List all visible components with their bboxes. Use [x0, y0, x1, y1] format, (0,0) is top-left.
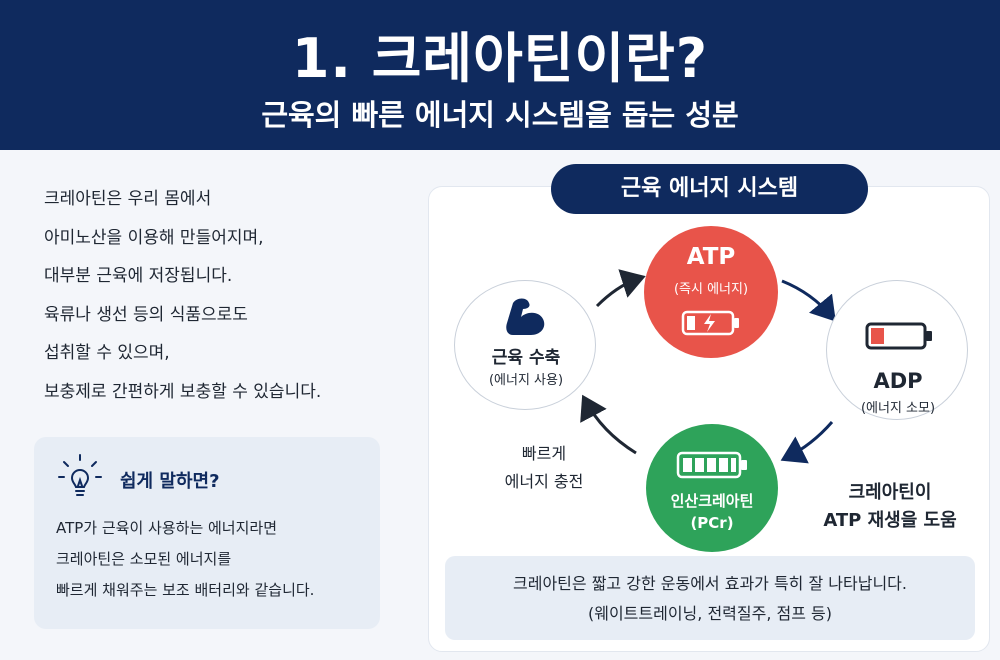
page-subtitle: 근육의 빠른 에너지 시스템을 돕는 성분 [261, 98, 739, 132]
arrow-pcr-to-muscle [580, 394, 637, 455]
creatine-label-line1: 크레아틴이 [848, 482, 932, 503]
note-line-1: 크레아틴은 짧고 강한 운동에서 효과가 특히 잘 나타납니다. [513, 574, 907, 593]
arrow-atp-to-adp [781, 279, 836, 322]
recharge-label-line1: 빠르게 [521, 444, 567, 463]
tip-box: 쉽게 말하면? ATP가 근육이 사용하는 에너지라면 크레아틴은 소모된 에너… [34, 437, 380, 629]
pcr-node: 인산크레아틴 (PCr) [646, 424, 778, 552]
tip-body: ATP가 근육이 사용하는 에너지라면 크레아틴은 소모된 에너지를 빠르게 채… [56, 513, 376, 606]
adp-sublabel: (에너지 소모) [860, 401, 936, 416]
muscle-node: 근육 수축 (에너지 사용) [454, 280, 596, 410]
diagram-title: 근육 에너지 시스템 [551, 164, 868, 214]
lightbulb-icon [58, 454, 102, 496]
full-battery-icon [676, 451, 747, 479]
atp-label: ATP [686, 244, 736, 270]
arrow-adp-to-pcr [780, 421, 834, 464]
arrow-muscle-to-atp [595, 269, 646, 308]
tip-line: ATP가 근육이 사용하는 에너지라면 [56, 519, 278, 537]
tip-line: 크레아틴은 소모된 에너지를 [56, 550, 232, 568]
bottom-note: 크레아틴은 짧고 강한 운동에서 효과가 특히 잘 나타납니다. (웨이트트레이… [445, 556, 975, 640]
adp-label: ADP [873, 369, 923, 393]
empty-battery-icon [865, 322, 932, 350]
intro-line: 아미노산을 이용해 만들어지며, [44, 227, 264, 248]
intro-line: 섭취할 수 있으며, [44, 343, 170, 363]
note-line-2: (웨이트트레이닝, 전력질주, 점프 등) [588, 604, 832, 623]
pcr-sublabel: (PCr) [690, 514, 734, 532]
atp-sublabel: (즉시 에너지) [673, 282, 749, 297]
recharge-label-line2: 에너지 충전 [504, 472, 584, 491]
intro-line: 대부분 근육에 저장됩니다. [44, 266, 233, 286]
creatine-label-line2: ATP 재생을 도움 [823, 510, 957, 531]
intro-line: 크레아틴은 우리 몸에서 [44, 189, 212, 209]
adp-node: ADP (에너지 소모) [826, 280, 968, 420]
pcr-label: 인산크레아틴 [670, 492, 754, 510]
intro-line: 보충제로 간편하게 보충할 수 있습니다. [44, 381, 322, 402]
header-banner: 1. 크레아틴이란? 근육의 빠른 에너지 시스템을 돕는 성분 [0, 0, 1000, 150]
tip-title: 쉽게 말하면? [120, 471, 220, 492]
low-battery-charging-icon [681, 310, 739, 336]
tip-line: 빠르게 채워주는 보조 배터리와 같습니다. [56, 581, 315, 599]
atp-node: ATP (즉시 에너지) [644, 226, 778, 358]
flexed-arm-icon [506, 298, 545, 335]
intro-text: 크레아틴은 우리 몸에서 아미노산을 이용해 만들어지며, 대부분 근육에 저장… [44, 180, 414, 411]
page-title: 1. 크레아틴이란? [291, 27, 709, 90]
muscle-sublabel: (에너지 사용) [488, 373, 564, 388]
intro-line: 육류나 생선 등의 식품으로도 [44, 304, 248, 325]
muscle-label: 근육 수축 [491, 348, 561, 368]
